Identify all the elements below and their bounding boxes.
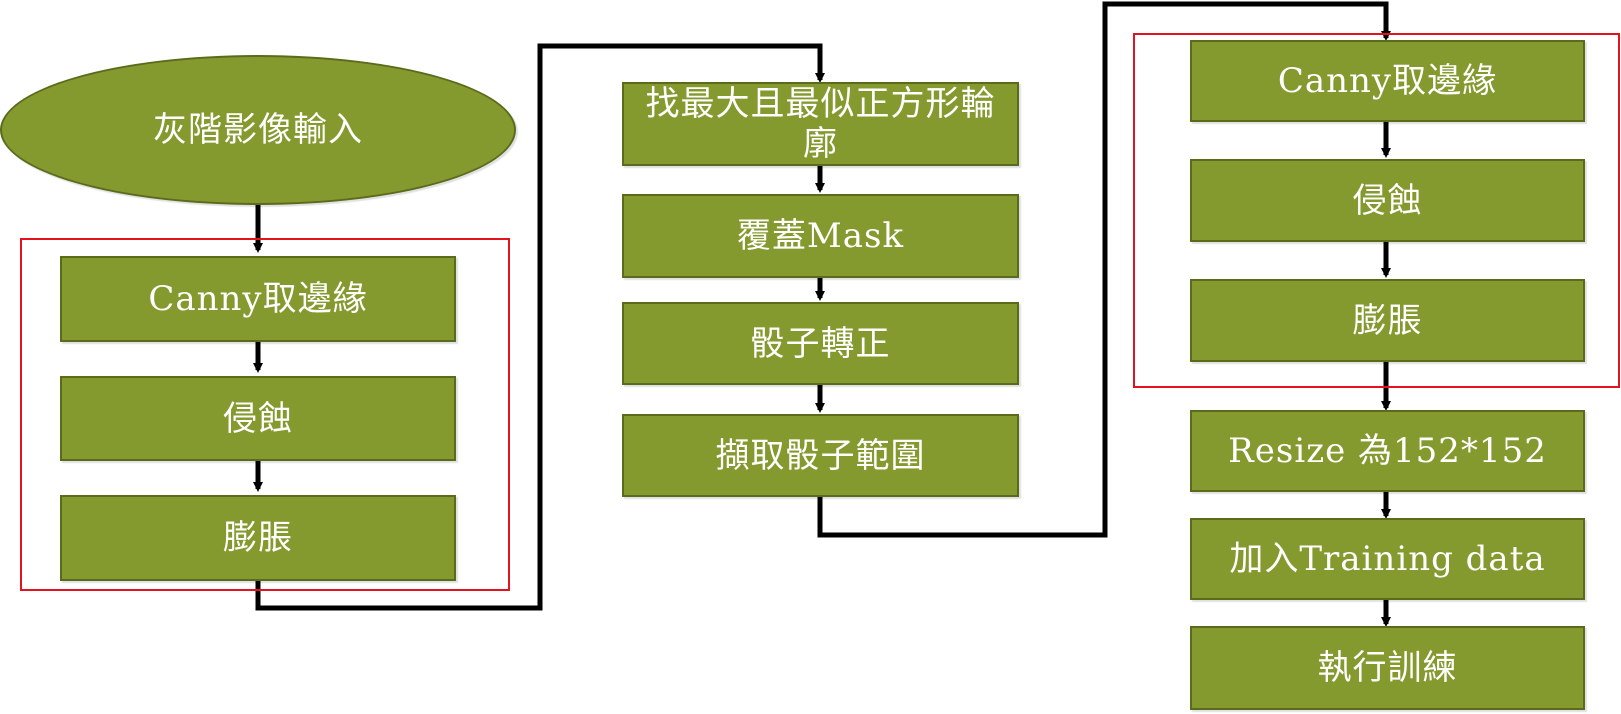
preprocess-group-frame-right (1133, 33, 1620, 388)
canny-edge-node-right: Canny取邊緣 (1190, 40, 1585, 122)
arrow-crop-to-canny2 (817, 1, 1391, 538)
preprocess-group-frame-left (20, 238, 510, 591)
resize-node: Resize 為152*152 (1190, 410, 1585, 492)
crop-dice-region-node: 擷取骰子範圍 (622, 414, 1019, 497)
arrow-dilation1-to-find-contour (255, 43, 825, 611)
add-training-data-node: 加入Training data (1190, 518, 1585, 600)
erosion-node-right: 侵蝕 (1190, 159, 1585, 242)
grayscale-input-node: 灰階影像輸入 (0, 55, 516, 205)
erosion-node-left: 侵蝕 (60, 376, 456, 461)
execute-training-node: 執行訓練 (1190, 626, 1585, 710)
find-square-contour-node: 找最大且最似正方形輪廓 (622, 82, 1019, 166)
cover-mask-node: 覆蓋Mask (622, 194, 1019, 278)
dilation-node-right: 膨脹 (1190, 279, 1585, 362)
rotate-dice-node: 骰子轉正 (622, 302, 1019, 385)
dilation-node-left: 膨脹 (60, 495, 456, 581)
canny-edge-node-left: Canny取邊緣 (60, 256, 456, 342)
